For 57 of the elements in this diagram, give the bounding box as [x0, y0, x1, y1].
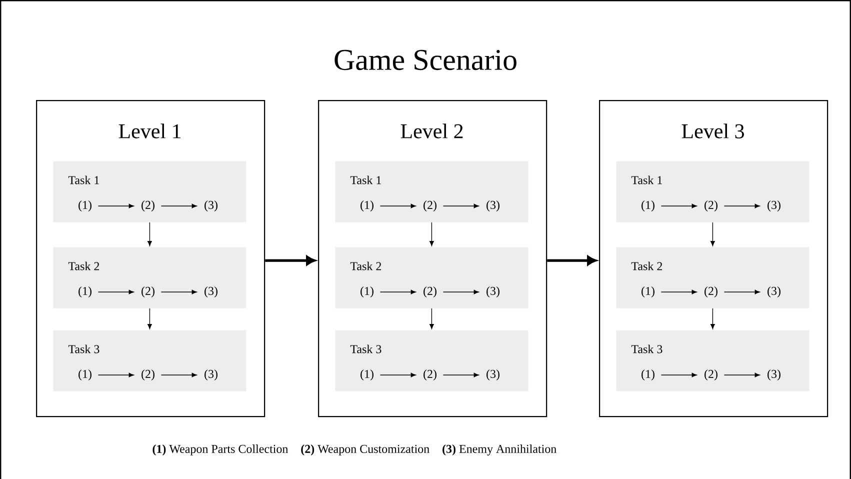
- arrow: [160, 204, 197, 208]
- arrow: [430, 308, 434, 330]
- step-label: (1): [360, 370, 374, 380]
- step-label: (1): [360, 286, 374, 298]
- arrow: [98, 290, 134, 294]
- arrow: [430, 222, 434, 246]
- arrow: [442, 372, 479, 378]
- arrow: [148, 222, 152, 246]
- arrow: [710, 222, 715, 246]
- arrow: [660, 372, 697, 378]
- step-label: (1): [642, 286, 654, 298]
- arrow: [160, 372, 197, 378]
- step-label: (1): [642, 370, 654, 380]
- key-note: (1) Weapon Parts Collection: [152, 444, 288, 456]
- step-label: (2): [704, 200, 718, 212]
- arrow: [710, 308, 715, 330]
- step-label: (1): [78, 200, 92, 212]
- arrow: [660, 204, 697, 208]
- step-label: (3): [486, 370, 500, 380]
- step-label: (3): [204, 370, 218, 380]
- arrow: [265, 256, 316, 266]
- arrow: [724, 372, 760, 378]
- step-label: (2): [704, 286, 718, 298]
- step-label: (3): [768, 286, 780, 298]
- arrow: [724, 290, 760, 294]
- step-label: (3): [486, 286, 500, 298]
- arrow: [380, 204, 416, 208]
- arrow: [724, 204, 760, 208]
- step-label: (2): [424, 370, 436, 380]
- step-label: (1): [78, 370, 92, 380]
- arrow: [98, 204, 134, 208]
- title: Game Scenario: [334, 50, 516, 70]
- step-label: (3): [486, 200, 500, 212]
- key-note: (3) Enemy Annihilation: [442, 444, 556, 456]
- step-label: (3): [768, 200, 780, 212]
- step-label: (1): [642, 200, 654, 212]
- step-label: (2): [142, 200, 154, 212]
- arrow: [660, 290, 697, 294]
- step-label: (3): [204, 286, 218, 298]
- step-label: (1): [360, 200, 374, 212]
- arrow: [380, 290, 416, 294]
- step-label: (3): [204, 200, 218, 212]
- step-label: (1): [78, 286, 92, 298]
- step-label: (2): [424, 286, 436, 298]
- key-note: (2) Weapon Customization: [301, 444, 430, 456]
- step-label: (2): [704, 370, 718, 380]
- arrow: [547, 256, 596, 266]
- arrow: [98, 372, 134, 378]
- step-label: (2): [142, 286, 154, 298]
- arrow: [160, 290, 197, 294]
- arrow: [380, 372, 416, 378]
- arrow: [442, 204, 479, 208]
- arrow: [148, 308, 152, 330]
- step-label: (3): [768, 370, 780, 380]
- step-label: (2): [142, 370, 154, 380]
- arrow: [442, 290, 479, 294]
- step-label: (2): [424, 200, 436, 212]
